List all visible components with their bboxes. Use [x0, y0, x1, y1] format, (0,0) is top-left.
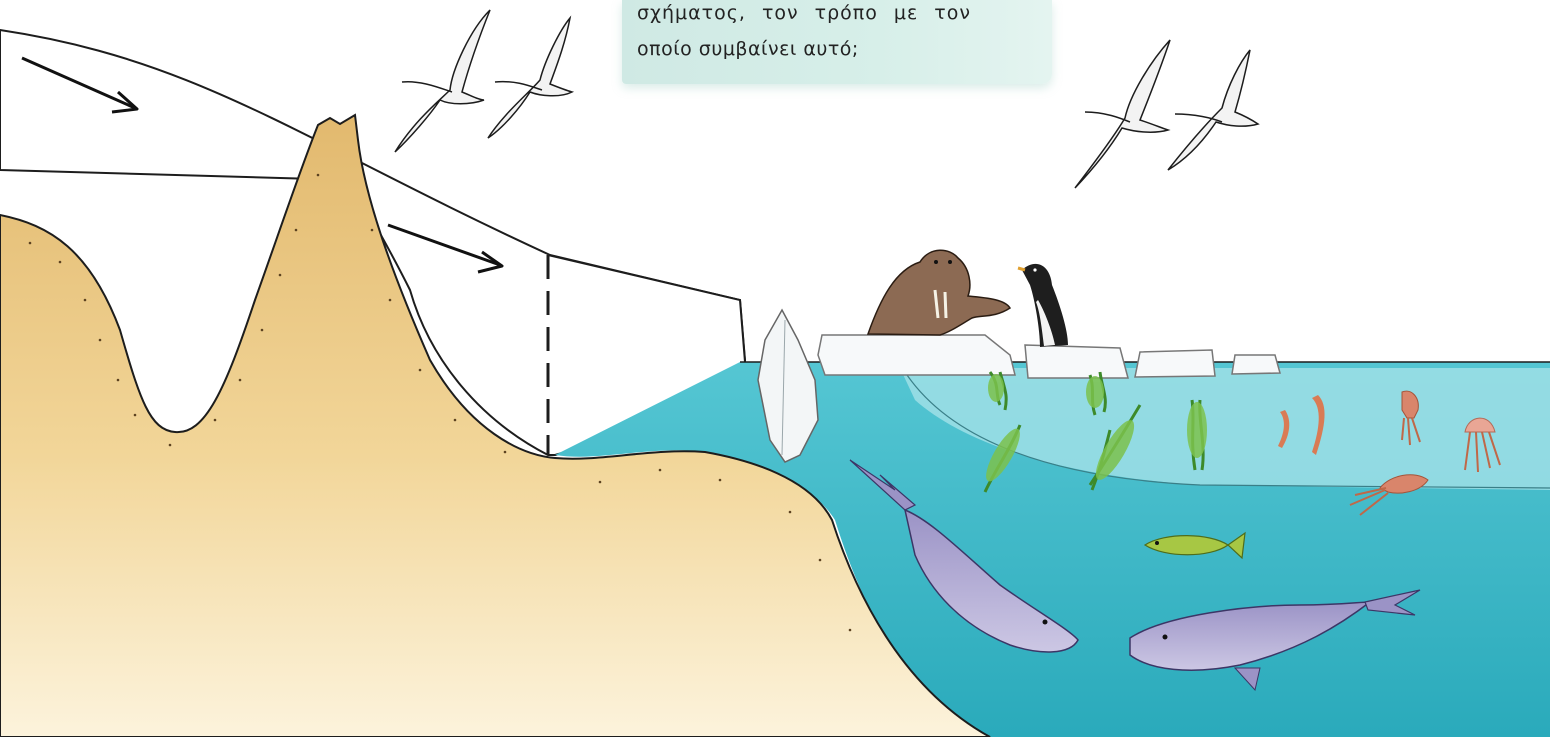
question-text-line-1: σχήματος, τον τρόπο με τον	[637, 2, 971, 24]
albatross-icon	[1168, 50, 1258, 170]
penguin-icon	[1018, 264, 1068, 347]
question-callout: σχήματος, τον τρόπο με τον οποίο συμβαίν…	[622, 0, 1052, 84]
albatross-icon	[395, 10, 490, 152]
walrus-icon	[868, 250, 1010, 335]
albatross-icon	[1075, 40, 1170, 188]
albatross-icon	[488, 18, 572, 138]
question-text-line-2: οποίο συμβαίνει αυτό;	[637, 38, 859, 60]
